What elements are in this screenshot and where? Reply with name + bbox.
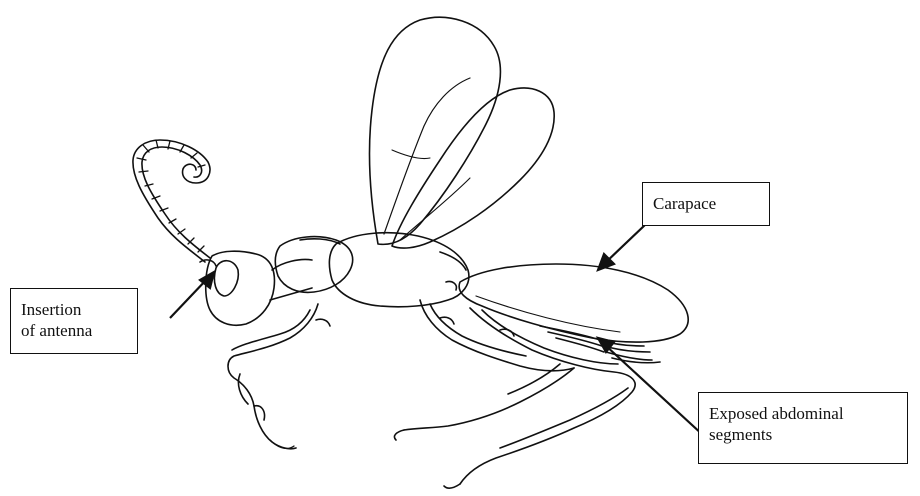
insertion-label-line-2: of antenna <box>21 320 127 341</box>
antenna <box>133 140 210 262</box>
insertion-pointer <box>170 278 208 318</box>
abdominal-label-line-1: Exposed abdominal <box>709 403 897 424</box>
fore-leg <box>228 304 318 449</box>
hind-leg <box>460 308 635 484</box>
eye <box>214 261 238 296</box>
abdominal-pointer <box>604 344 704 436</box>
carapace-label: Carapace <box>642 182 770 226</box>
abdominal-label: Exposed abdominal segments <box>698 392 908 464</box>
carapace-label-text: Carapace <box>653 193 759 214</box>
hindwing <box>392 88 554 248</box>
abdominal-segments <box>540 326 660 363</box>
insertion-label-line-1: Insertion <box>21 299 127 320</box>
carapace-pointer <box>604 224 646 264</box>
abdominal-label-line-2: segments <box>709 424 897 445</box>
mid-leg <box>420 300 574 371</box>
thorax <box>275 237 352 293</box>
insertion-label: Insertion of antenna <box>10 288 138 354</box>
carapace-shape <box>459 264 688 342</box>
